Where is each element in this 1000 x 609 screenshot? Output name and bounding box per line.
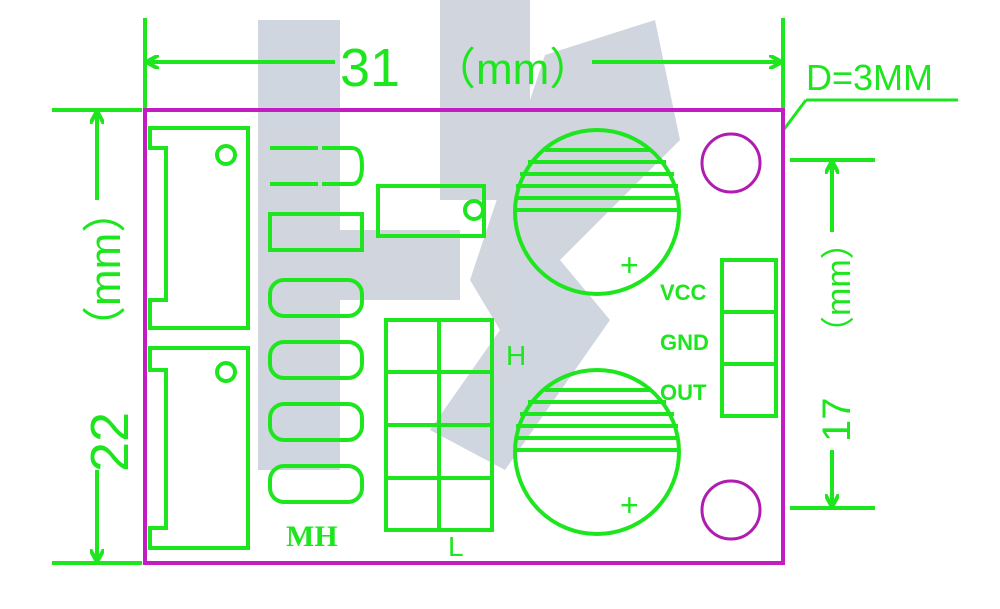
pin-out-label: OUT <box>660 380 707 405</box>
hole-diameter-label: D=3MM <box>806 57 933 98</box>
capacitor-bottom <box>513 368 681 536</box>
terminal-block-top <box>148 126 250 330</box>
width-dimension <box>143 18 785 108</box>
pin-span-value: 17 <box>815 398 859 443</box>
pin-header <box>720 258 778 418</box>
board-outline <box>143 108 785 565</box>
jumper-low-label: L <box>448 531 464 562</box>
mounting-hole-bottom <box>700 479 762 541</box>
height-dimension <box>52 108 142 565</box>
pin-span-dimension <box>790 158 875 510</box>
smd-pad-column <box>268 146 365 504</box>
jumper-grid <box>384 318 494 532</box>
jumper-row-label: MH <box>286 520 338 553</box>
jumper-high-label: H <box>506 340 526 371</box>
pin-span-unit: （mm） <box>820 225 858 350</box>
capacitor-top-polarity: + <box>620 247 639 283</box>
pin-gnd-label: GND <box>660 330 709 355</box>
pin-vcc-label: VCC <box>660 280 707 305</box>
width-value: 31 <box>340 38 400 98</box>
hole-diameter-leader <box>780 98 958 133</box>
height-unit: （mm） <box>81 189 130 350</box>
capacitor-top <box>513 128 681 296</box>
terminal-block-bottom <box>148 346 250 550</box>
mounting-hole-top <box>700 132 762 194</box>
capacitor-bottom-polarity: + <box>620 487 639 523</box>
width-unit: （mm） <box>432 45 593 94</box>
ic-component <box>376 184 486 238</box>
height-value: 22 <box>80 412 140 472</box>
